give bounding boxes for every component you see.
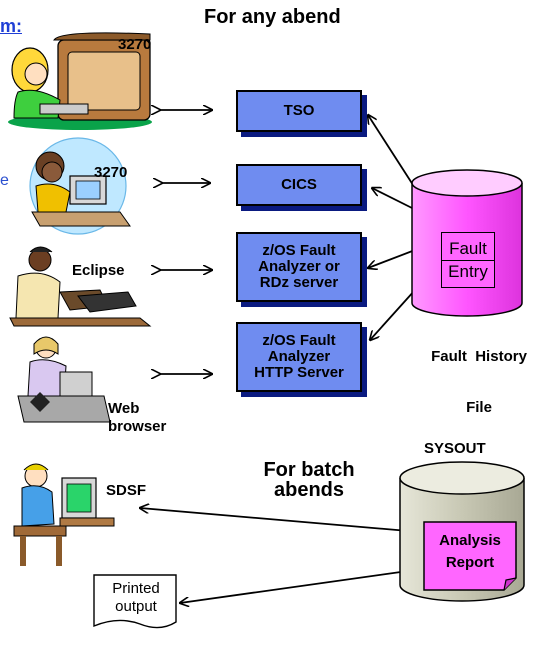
server-box-http-server: z/OS Fault Analyzer HTTP Server [236, 322, 362, 392]
server-cics-label: CICS [281, 176, 317, 193]
client-label-sdsf: SDSF [106, 482, 147, 499]
printed-output-paper-icon [93, 574, 177, 629]
printed-output-label: Printed output [96, 580, 176, 616]
fa-server-line-2: Analyzer or [258, 258, 340, 275]
heading-any-abend: For any abend [204, 6, 341, 28]
server-box-tso: TSO [236, 90, 362, 132]
batch-heading-line-2: abends [273, 479, 345, 501]
web-label-line-2: browser [108, 418, 167, 435]
http-server-line-2: Analyzer [267, 348, 331, 365]
http-server-line-3: HTTP Server [254, 364, 344, 381]
user-at-laptop-icon [9, 246, 152, 327]
web-label-line-1: Web [108, 400, 140, 417]
fault-history-caption-line-2: File [466, 399, 492, 416]
fault-entry-line-2: Entry [442, 259, 494, 283]
fault-history-file-caption: Fault History File [412, 314, 546, 433]
client-label-3270-tso: 3270 [118, 36, 152, 53]
client-label-web-browser: Web browser [108, 400, 166, 436]
printed-output-line-2: output [115, 598, 157, 615]
arrow-fault-to-cics [372, 188, 413, 209]
user-at-workstation-icon [13, 463, 115, 566]
fault-entry-line-1: Fault [449, 238, 487, 258]
client-label-3270-cics: 3270 [94, 164, 128, 181]
analysis-report-label: Analysis Report [424, 530, 516, 574]
heading-batch-abends: For batch abends [244, 460, 374, 500]
arrow-fault-to-http-server [370, 289, 416, 340]
user-at-terminal-icon [8, 32, 152, 130]
fa-server-line-3: RDz server [259, 274, 339, 291]
arrow-sysout-to-sdsf [140, 508, 421, 533]
server-tso-label: TSO [283, 102, 315, 119]
operator-with-headset-icon [29, 137, 131, 235]
fault-history-caption-line-1: Fault History [431, 348, 527, 365]
arrow-fault-to-fa-server [368, 249, 416, 268]
sysout-caption: SYSOUT [424, 440, 486, 457]
cut-off-text: e [0, 172, 9, 189]
batch-heading-line-1: For batch [263, 459, 355, 481]
fault-entry-box: Fault Entry [441, 232, 495, 288]
analysis-report-note-icon [423, 521, 517, 591]
cut-off-link-text[interactable]: m: [0, 16, 22, 36]
http-server-line-1: z/OS Fault [262, 332, 336, 349]
arrow-sysout-to-printed [180, 569, 416, 603]
printed-output-line-1: Printed [112, 580, 160, 597]
user-at-desk-icon [17, 336, 111, 423]
server-box-fault-analyzer: z/OS Fault Analyzer or RDz server [236, 232, 362, 302]
fa-server-line-1: z/OS Fault [262, 242, 336, 259]
arrow-fault-to-tso [368, 115, 416, 189]
server-box-cics: CICS [236, 164, 362, 206]
analysis-report-line-2: Report [445, 554, 495, 571]
client-label-eclipse: Eclipse [72, 262, 125, 279]
analysis-report-line-1: Analysis [439, 532, 501, 549]
